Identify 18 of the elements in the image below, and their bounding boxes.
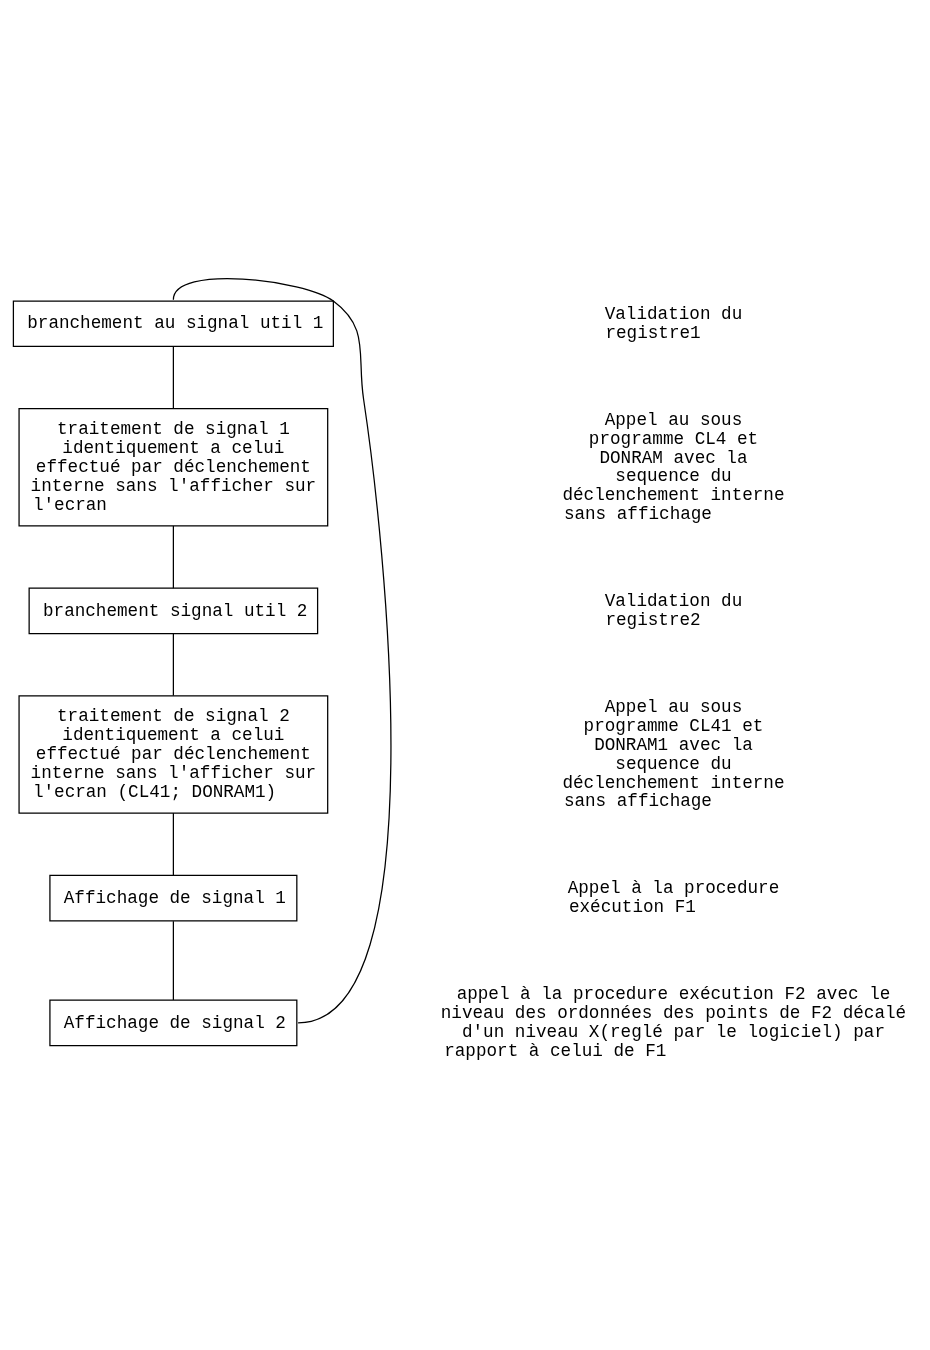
label: Appel à la procedure exécution F1 bbox=[567, 878, 780, 918]
label: Validation du registre1 bbox=[604, 303, 743, 343]
node-box: branchement signal util 2 bbox=[28, 587, 319, 635]
node-box: traitement de signal 2 identiquement a celui effectué par déclenchement interne sans l'afficher sur l'ecran (CL41; DONRAM1) bbox=[18, 695, 329, 814]
connector bbox=[172, 345, 174, 409]
connector bbox=[172, 920, 174, 1001]
connector bbox=[172, 525, 174, 589]
label: Appel au sous programme CL41 et DONRAM1 avec la sequence du déclenchement interne sans affichage bbox=[562, 696, 785, 812]
label: Validation du registre2 bbox=[604, 591, 743, 631]
node-box: traitement de signal 1 identiquement a celui effectué par déclenchement interne sans l'afficher sur l'ecran bbox=[18, 408, 329, 527]
node-box: Affichage de signal 2 bbox=[49, 999, 298, 1047]
label: Appel au sous programme CL4 et DONRAM avec la sequence du déclenchement interne sans affichage bbox=[562, 409, 785, 525]
connector bbox=[172, 632, 174, 697]
connector bbox=[172, 278, 392, 1024]
node-box: Affichage de signal 1 bbox=[49, 874, 298, 922]
node-box: branchement au signal util 1 bbox=[12, 300, 334, 347]
connector bbox=[172, 812, 174, 877]
label: appel à la procedure exécution F2 avec le niveau des ordonnées des points de F2 décalé d'un niveau X(reglé par le logiciel) par rapport à celui de F1 bbox=[440, 984, 907, 1061]
